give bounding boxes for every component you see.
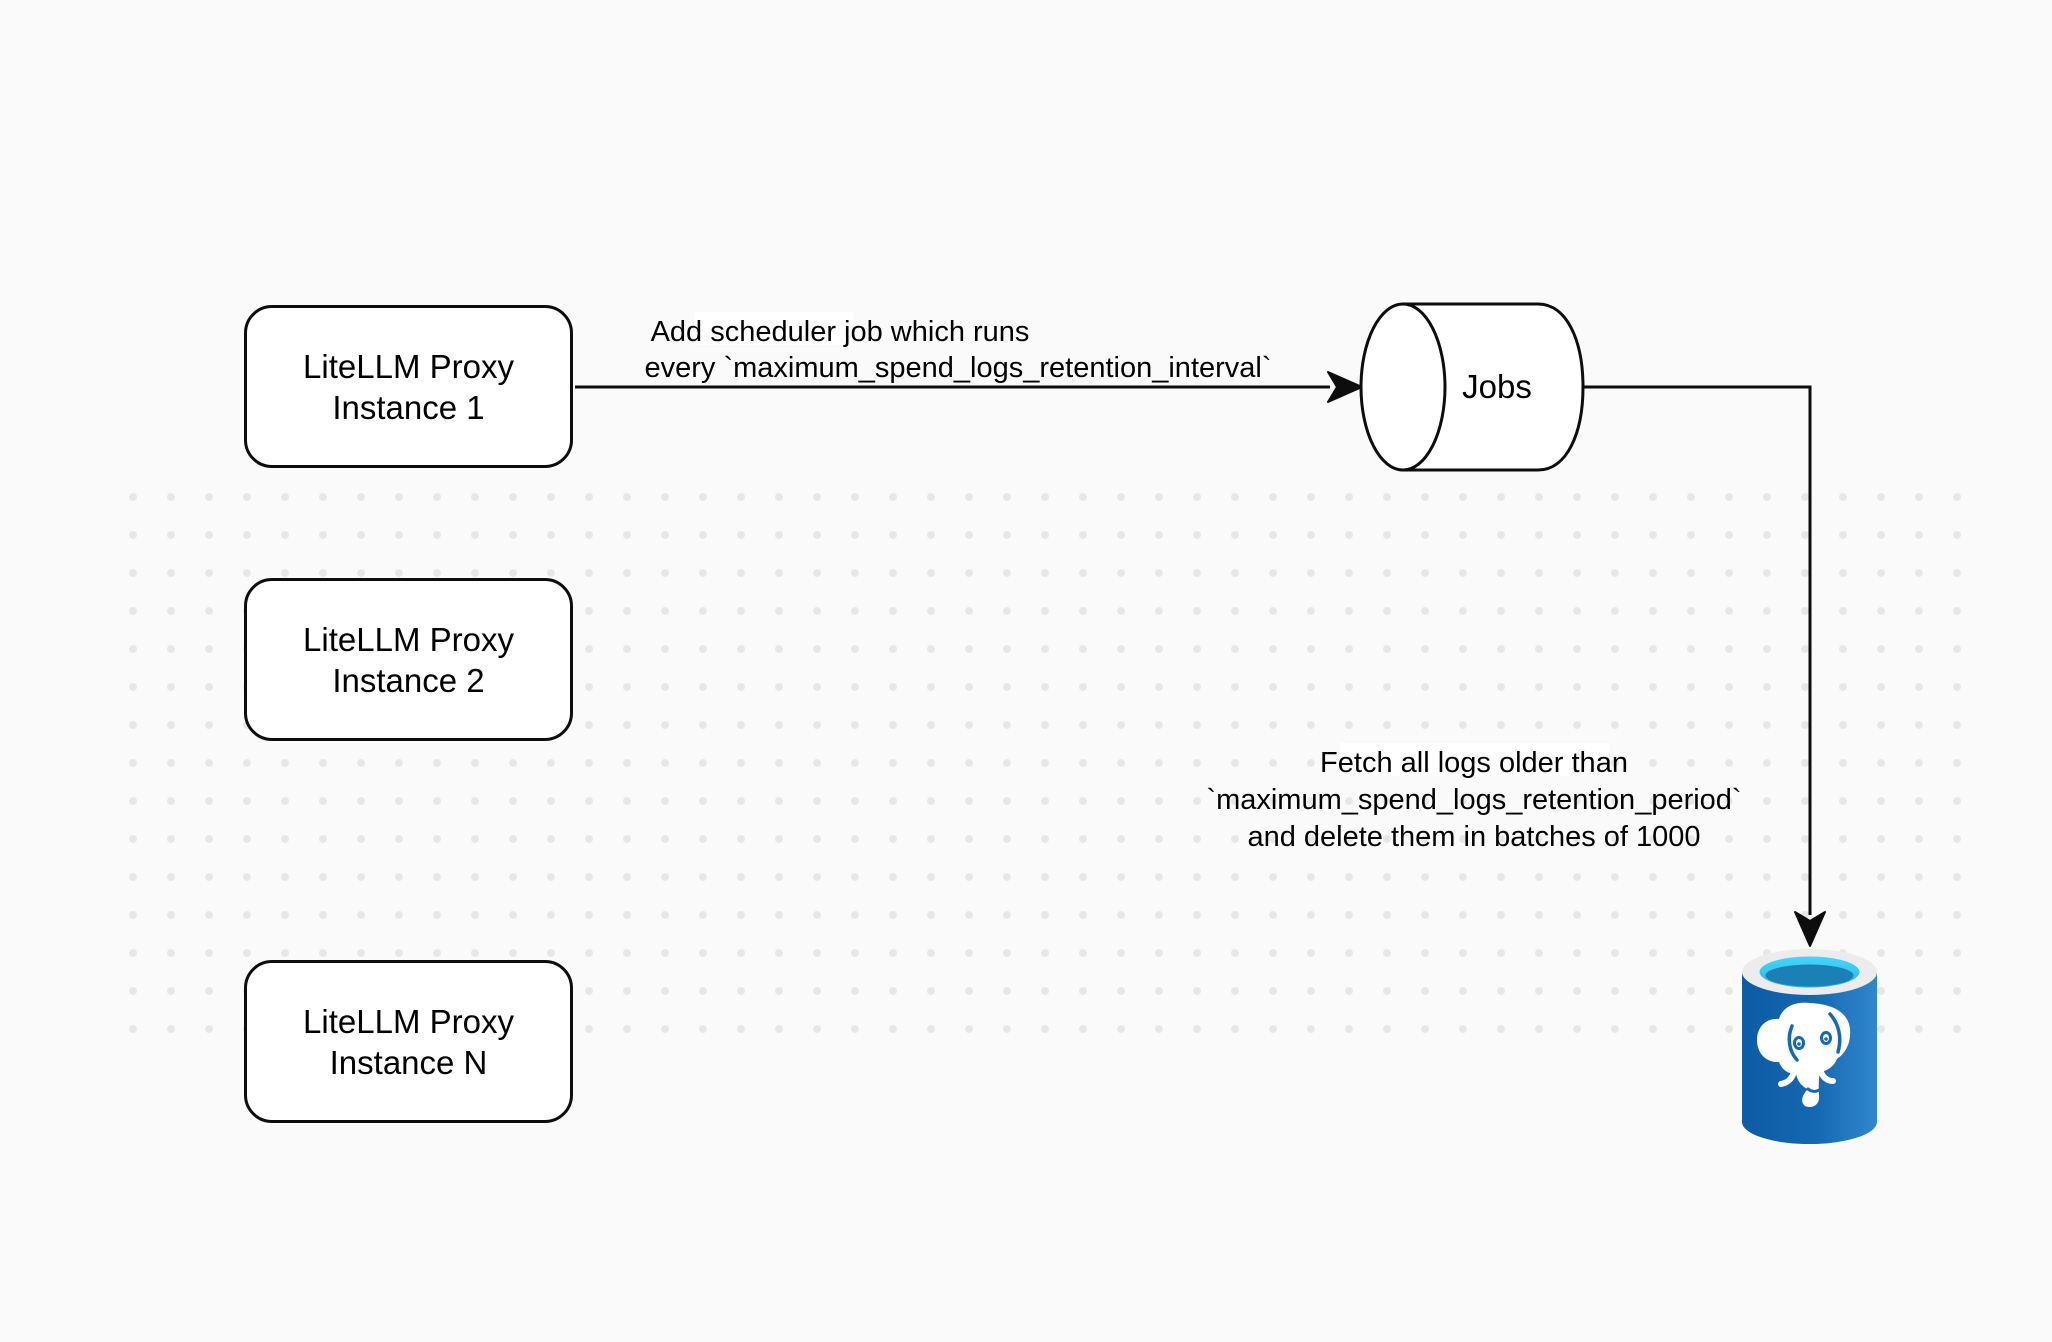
node-label: LiteLLM Proxy Instance 1 [303, 347, 514, 426]
node-litellm-proxy-instance-n[interactable]: LiteLLM Proxy Instance N [244, 960, 573, 1123]
schedule-edge-label-line2: every `maximum_spend_logs_retention_inte… [644, 352, 1272, 384]
edge-fetch-line[interactable] [1583, 385, 1812, 915]
node-litellm-proxy-instance-2[interactable]: LiteLLM Proxy Instance 2 [244, 578, 573, 741]
fetch-edge-label-line3: and delete them in batches of 1000 [1247, 821, 1701, 853]
fetch-label-background [1340, 743, 1609, 776]
jobs-queue-label: Jobs [1462, 368, 1532, 405]
fetch-edge-label: Fetch all logs older than `maximum_spend… [1206, 745, 1741, 856]
fetch-edge-label-line1: Fetch all logs older than [1320, 747, 1628, 779]
node-label: LiteLLM Proxy Instance 2 [303, 620, 514, 699]
edge-schedule-arrowhead-icon [1327, 371, 1363, 403]
postgres-elephant-icon [1757, 1002, 1851, 1108]
node-litellm-proxy-instance-1[interactable]: LiteLLM Proxy Instance 1 [244, 305, 573, 468]
node-label: LiteLLM Proxy Instance N [303, 1002, 514, 1081]
schedule-label-background [694, 312, 853, 345]
postgresql-database-icon[interactable] [1742, 948, 1877, 1146]
jobs-queue-shape[interactable] [1359, 302, 1585, 472]
fetch-edge-label-line2: `maximum_spend_logs_retention_period` [1206, 784, 1742, 816]
schedule-edge-label-line1: Add scheduler job which runs [650, 316, 1030, 348]
edge-fetch-arrowhead-icon [1794, 911, 1826, 947]
